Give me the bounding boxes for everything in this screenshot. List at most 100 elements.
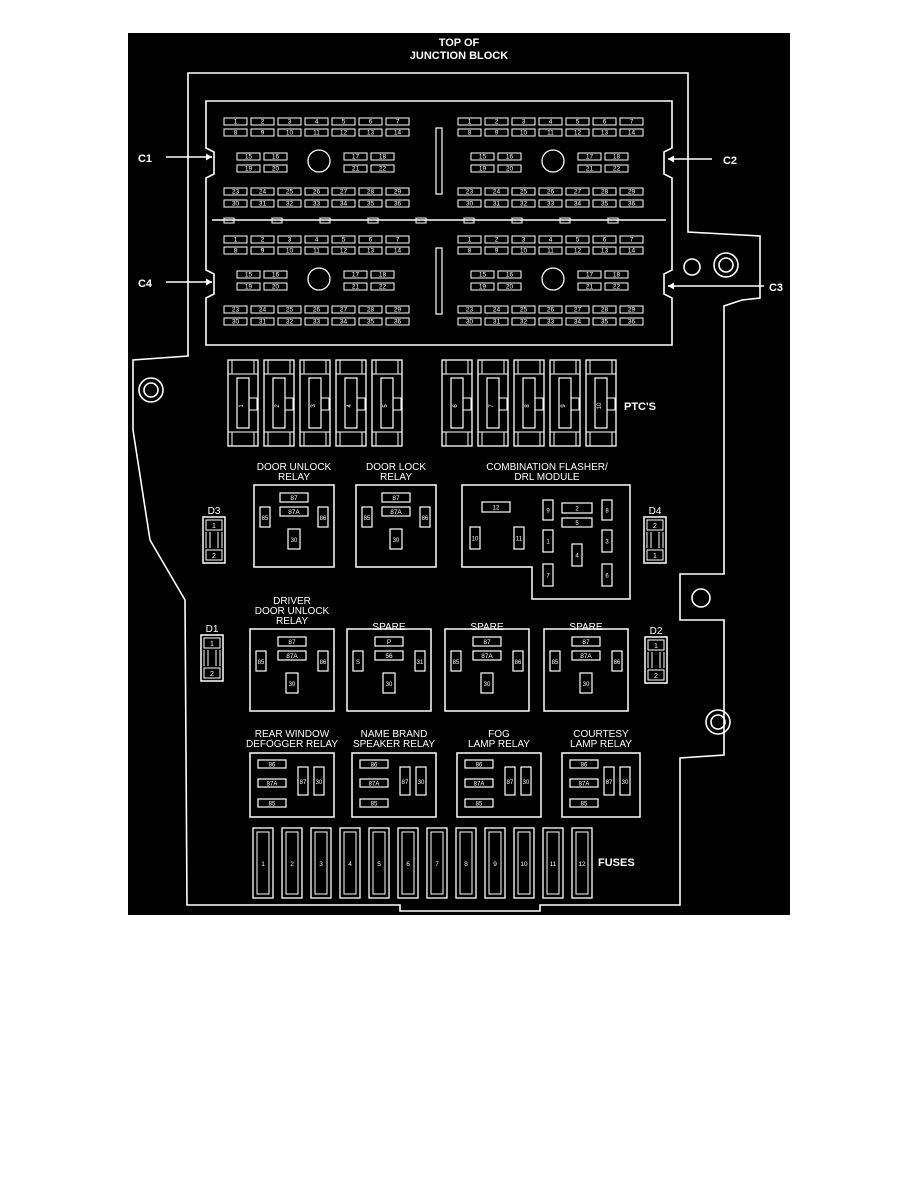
c3-pin-8 — [457, 246, 482, 255]
fuse-8-inner — [459, 831, 473, 895]
fuse-9-inner — [488, 831, 502, 895]
relay-spare1-pin-30-num: 30 — [386, 682, 393, 688]
c2-pin-35 — [592, 199, 617, 208]
relay-flasher-pin-4-num: 4 — [575, 554, 579, 560]
relay-name-brand-pin-85 — [359, 798, 389, 808]
ptc-3-body — [299, 359, 331, 447]
c2-pin-28 — [592, 187, 617, 196]
relay-rear-window-pin-86 — [257, 759, 287, 769]
c3-pin-10-num: 10 — [520, 248, 528, 255]
diode-d3-pin-b — [205, 549, 223, 561]
c2-pin-34 — [565, 199, 590, 208]
fuse-11-inner — [546, 831, 560, 895]
c1-pin-17 — [343, 152, 368, 161]
c1-pin-16-num: 16 — [272, 154, 280, 161]
c4-pin-1-num: 1 — [234, 237, 238, 244]
relay-door-lock-pin-30-num: 30 — [393, 538, 400, 544]
c3-pin-20 — [497, 282, 522, 291]
c3-pin-16-num: 16 — [506, 272, 514, 279]
relay-door-lock-pin-87-num: 87 — [392, 495, 400, 502]
c1-pin-9 — [250, 128, 275, 137]
c4-pin-36-num: 36 — [394, 319, 402, 326]
relay-spare2-pin-86-num: 86 — [515, 660, 522, 666]
relay-flasher-pin-3 — [601, 529, 613, 553]
c4-pin-32-num: 32 — [286, 319, 294, 326]
c3-pin-1-num: 1 — [468, 237, 472, 244]
diode-d3-pin-a — [205, 519, 223, 531]
relay-flasher-pin-2 — [561, 502, 593, 514]
c1-pin-31 — [250, 199, 275, 208]
c3-pin-14-num: 14 — [628, 248, 636, 255]
ptc-10-body — [585, 359, 617, 447]
c2-pin-22 — [604, 164, 629, 173]
fuse-2-num: 2 — [290, 861, 294, 868]
mount-hole-right-1-inner — [718, 257, 734, 273]
relay-door-unlock-pin-87A — [279, 506, 309, 517]
c3-pin-7-num: 7 — [630, 237, 634, 244]
relay-spare2-pin-87-num: 87 — [483, 639, 491, 646]
relay-spare2-pin-85 — [450, 650, 462, 672]
c2-pin-13-num: 13 — [601, 130, 609, 137]
relay-spare2-pin-87A — [472, 650, 502, 661]
ptc-1-top-lugs — [228, 360, 258, 375]
c2-pin-21 — [577, 164, 602, 173]
c1-pin-24 — [250, 187, 275, 196]
relay-flasher-pin-6 — [601, 563, 613, 587]
relay-rear-window-label-line-1: REAR WINDOW — [255, 729, 330, 740]
c3-pin-22 — [604, 282, 629, 291]
relay-flasher-pin-6-num: 6 — [605, 574, 609, 580]
c4-pin-29 — [385, 305, 410, 314]
ptc-5-top-lugs — [372, 360, 402, 375]
relay-driver-door-unlock-pin-85-num: 85 — [258, 660, 265, 666]
ptc-2-clip — [284, 397, 294, 411]
divider-tab-3 — [319, 217, 331, 224]
relay-door-lock-pin-86 — [419, 506, 431, 528]
relay-flasher-pin-12-num: 12 — [493, 506, 500, 512]
ptc-7-clip — [498, 397, 508, 411]
c2-pin-16-num: 16 — [506, 154, 514, 161]
relay-fog-lamp-pin-30 — [520, 766, 532, 796]
c1-pin-27-num: 27 — [340, 189, 348, 196]
c2-pin-6-num: 6 — [603, 119, 607, 126]
c4-pin-31 — [250, 317, 275, 326]
c3-pin-30 — [457, 317, 482, 326]
diode-d2-pin-a — [647, 639, 665, 651]
relay-spare2-pin-87A-num: 87A — [481, 653, 493, 660]
relay-name-brand-pin-87 — [399, 766, 411, 796]
c1-pin-27 — [331, 187, 356, 196]
c1-pin-26-num: 26 — [313, 189, 321, 196]
c4-pin-30 — [223, 317, 248, 326]
diode-d3-middle — [205, 532, 223, 548]
ptc-2-top-lugs — [264, 360, 294, 375]
c3-pin-33 — [538, 317, 563, 326]
c3-pin-13 — [592, 246, 617, 255]
diode-d1-middle — [203, 650, 221, 666]
relay-flasher-pin-4 — [571, 543, 583, 567]
c1-pin-34-num: 34 — [340, 201, 348, 208]
c2-pin-29 — [619, 187, 644, 196]
c4-pin-23 — [223, 305, 248, 314]
relay-driver-door-unlock-pin-30-num: 30 — [289, 682, 296, 688]
relay-door-unlock-pin-86 — [317, 506, 329, 528]
c2-pin-15 — [470, 152, 495, 161]
relay-spare1-pin-56 — [374, 650, 404, 661]
relay-driver-door-unlock-label-line-3: RELAY — [276, 616, 308, 627]
relay-spare1-pin-S-num: S — [356, 660, 360, 666]
c1-pin-6-num: 6 — [369, 119, 373, 126]
c3-pin-21 — [577, 282, 602, 291]
c2-pin-27-num: 27 — [574, 189, 582, 196]
relay-courtesy-lamp-outline — [561, 752, 641, 818]
relay-door-lock-pin-85-num: 85 — [364, 516, 371, 522]
relay-courtesy-lamp-pin-87A — [569, 778, 599, 788]
c1-pin-17-num: 17 — [352, 154, 360, 161]
relay-spare3-pin-85-num: 85 — [552, 660, 559, 666]
c2-pin-4-num: 4 — [549, 119, 553, 126]
relay-spare1-pin-31 — [414, 650, 426, 672]
c3-pin-21-num: 21 — [586, 284, 594, 291]
relay-spare1-pin-30 — [382, 672, 396, 694]
c4-pin-27-num: 27 — [340, 307, 348, 314]
ptc-4-body — [335, 359, 367, 447]
c3-pin-29 — [619, 305, 644, 314]
relay-door-unlock-outline — [253, 484, 335, 568]
ptc-8-body — [513, 359, 545, 447]
